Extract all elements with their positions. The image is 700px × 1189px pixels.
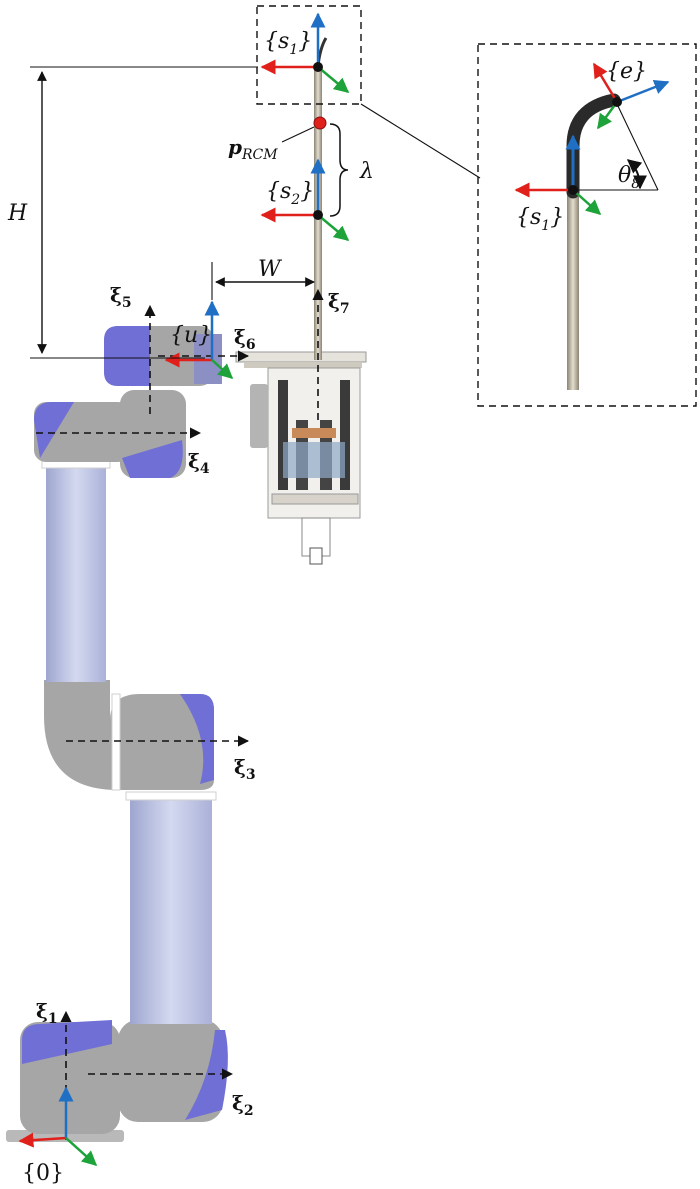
theta-label: θ8 bbox=[618, 163, 640, 192]
end-effector-mechanism bbox=[235, 351, 367, 565]
lambda-brace bbox=[329, 123, 349, 217]
shoulder-joint-block bbox=[118, 1020, 223, 1122]
elbow-joint-cap bbox=[180, 694, 214, 784]
robot-arm bbox=[6, 326, 228, 1142]
elbow-joint-block bbox=[44, 680, 214, 790]
dimension-W-label: W bbox=[258, 257, 283, 282]
dimension-H-label: H bbox=[7, 201, 28, 226]
dimension-W bbox=[211, 262, 315, 300]
rcm-label: pRCM bbox=[228, 135, 278, 163]
dimension-H bbox=[30, 66, 258, 359]
joint-axes bbox=[36, 288, 324, 1140]
s1-highlight-box bbox=[256, 5, 362, 105]
frame-s2-axes bbox=[260, 158, 350, 241]
frame-u-label: {u} bbox=[170, 323, 212, 348]
frame-e-label: {e} bbox=[606, 59, 647, 84]
frame-s1-axes bbox=[260, 12, 350, 93]
frame-s2-label: {s2} bbox=[266, 179, 314, 208]
frame-0-axes bbox=[18, 1086, 98, 1167]
base-joint-cap bbox=[22, 1020, 112, 1064]
rcm-point bbox=[313, 116, 327, 130]
joint-label-xi3: ξ3 bbox=[234, 755, 256, 783]
joint-label-xi7: ξ7 bbox=[328, 289, 350, 317]
joint-label-xi2: ξ2 bbox=[232, 1091, 254, 1119]
joint-label-xi5: ξ5 bbox=[110, 283, 132, 311]
frame-s1-label: {s1} bbox=[264, 29, 312, 58]
shoulder-joint-cap bbox=[185, 1030, 228, 1120]
dimension-lambda-label: λ bbox=[359, 159, 374, 184]
frame-u-axes bbox=[164, 300, 234, 380]
joint-label-xi1: ξ1 bbox=[36, 999, 58, 1027]
lower-arm-tube bbox=[130, 798, 212, 1024]
frame-0-label: {0} bbox=[22, 1161, 64, 1186]
joint-label-xi4: ξ4 bbox=[188, 449, 210, 477]
joint-label-xi6: ξ6 bbox=[234, 325, 256, 353]
frame-s1-inset-label: {s1} bbox=[516, 205, 564, 234]
tip-detail-inset bbox=[477, 43, 697, 407]
upper-arm-tube bbox=[46, 466, 106, 682]
